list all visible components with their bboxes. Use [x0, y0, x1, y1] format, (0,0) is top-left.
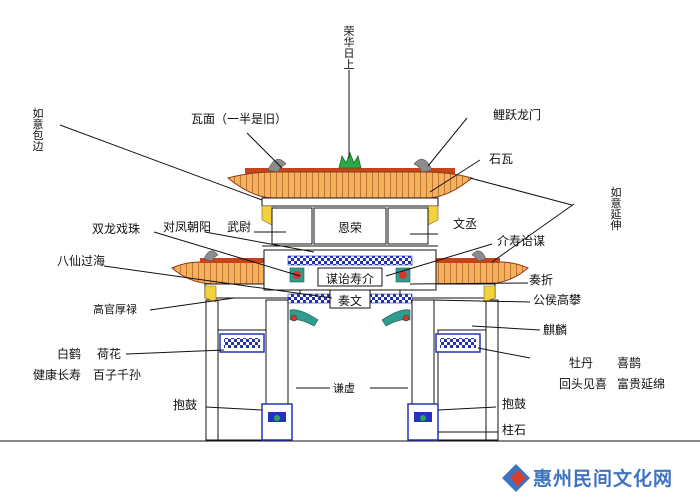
label-qilin: 麒麟 [543, 323, 568, 337]
main-columns [261, 299, 439, 441]
label-shiwa: 石瓦 [489, 152, 514, 166]
main-roof [226, 168, 474, 226]
watermark-logo-icon [502, 464, 530, 492]
side-panels [219, 333, 481, 353]
ridge-ornaments-lower [203, 250, 487, 262]
label-gaoguan: 高官厚禄 [93, 303, 137, 316]
label-shuanglong: 双龙戏珠 [92, 222, 141, 236]
label-baxian: 八仙过海 [57, 254, 106, 268]
ridge-ornaments-top [267, 158, 433, 173]
label-baogu-right: 抱鼓 [502, 397, 527, 411]
label-hehua: 荷花 [97, 347, 122, 361]
label-zhushi: 柱石 [502, 423, 527, 437]
label-center-column: 谦虚 [333, 382, 355, 395]
label-fugui: 富贵延绵 [617, 377, 666, 391]
label-wuwei: 武尉 [227, 220, 252, 234]
label-zouzhe: 奏折 [529, 273, 554, 287]
label-wencheng: 文丞 [453, 217, 478, 231]
side-posts [205, 299, 499, 441]
label-gonghou: 公侯高攀 [533, 293, 582, 307]
label-baogu-left: 抱鼓 [173, 398, 198, 412]
label-duifeng: 对凤朝阳 [163, 220, 212, 234]
label-sun: 荣华日上 [343, 25, 355, 71]
label-baizi: 百子千孙 [93, 368, 142, 382]
label-enrong: 恩荣 [337, 221, 362, 235]
label-mudan: 牡丹 [569, 356, 594, 370]
label-ruyi-right: 如意延伸 [610, 186, 622, 232]
label-ruyi-left: 如意包边 [32, 107, 44, 153]
label-baihe: 白鹤 [57, 347, 82, 361]
label-moushou: 谋诒寿介 [325, 272, 374, 286]
label-xique: 喜鹊 [617, 356, 642, 370]
label-zouwen: 奏文 [337, 294, 362, 308]
watermark-text: 惠州民间文化网 [533, 468, 674, 490]
label-huitou: 回头见喜 [559, 377, 608, 391]
label-jieshou: 介寿诒谋 [497, 234, 546, 248]
label-jiankang: 健康长寿 [33, 368, 82, 382]
label-liyue: 鲤跃龙门 [493, 108, 542, 122]
label-wamian: 瓦面（一半是旧） [191, 112, 288, 126]
crown-ornament-icon [338, 151, 362, 169]
arch-brackets [289, 309, 411, 327]
upper-frieze [271, 207, 429, 245]
leader-lines [59, 70, 575, 433]
